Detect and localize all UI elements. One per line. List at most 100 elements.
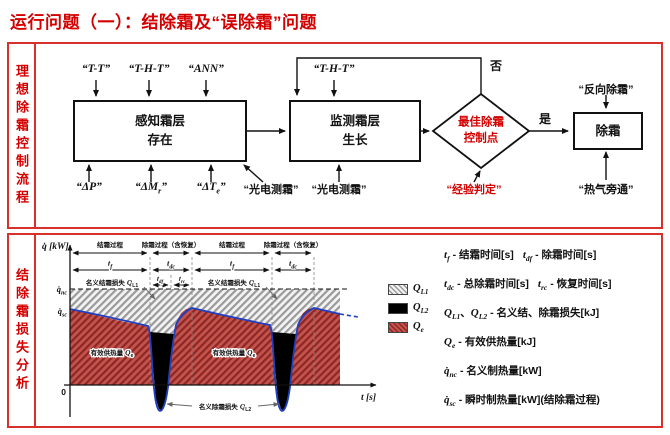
legend-label-qe: Qe <box>413 321 424 334</box>
region-effective-heat <box>70 308 340 385</box>
def-tf-sub: f <box>447 254 450 264</box>
curve-continuation <box>339 313 359 318</box>
sensor-label-delta-te: “ΔTe” <box>196 181 225 195</box>
def-row-instantaneous: q̇sc- 瞬时制热量[kW](结除霜过程) <box>444 392 620 408</box>
def-row-times-2: tdc- 总除霜时间[s]trc- 恢复时间[s] <box>444 276 620 292</box>
tf-label-1: tf <box>108 258 113 271</box>
def-ql1-var: Q <box>444 307 452 320</box>
qsc-sub: sc <box>61 313 67 319</box>
sensor-label-tht: “T-H-T” <box>128 63 170 75</box>
def-ql1-sub: L1 <box>451 312 461 322</box>
def-qnc-text: - 名义制热量[kW] <box>460 365 542 378</box>
qe-var: Q <box>413 321 421 333</box>
def-loss-text: - 名义结、除霜损失[kJ] <box>490 307 600 320</box>
frost-loss-text-2: 名义结霜损失 <box>208 278 248 287</box>
tf-var: t <box>108 258 111 268</box>
sensor-label-ann: “ANN” <box>188 63 224 75</box>
phase-label-4: 除霜过程（含恢复） <box>264 240 323 249</box>
def-qsc-var: q̇ <box>444 394 450 407</box>
def-tf-text: - 结霜时间[s] <box>452 249 514 261</box>
box-sense-frost: 感知霜层 存在 <box>73 100 247 162</box>
hot-gas-bypass-label: “热气旁通” <box>578 184 634 196</box>
def-tdf-sub: df <box>525 254 533 264</box>
frost-loss-sub-1: L1 <box>132 283 138 289</box>
delta-mr-post: ” <box>161 181 168 193</box>
def-trc-var: t <box>537 278 541 291</box>
effective-sub-1: e <box>131 353 134 359</box>
effective-var-1: Q <box>125 348 131 357</box>
delta-mr-pre: “ΔM <box>134 181 159 193</box>
tdc-label-2: tdc <box>289 258 297 271</box>
flow-arrows <box>86 57 609 183</box>
trc-label: trc <box>179 274 186 285</box>
qe-sub: e <box>420 326 424 335</box>
origin-zero: 0 <box>61 387 66 397</box>
delta-mr-sub: r <box>158 186 162 196</box>
tdf-label: tdf <box>157 274 165 285</box>
box-monitor-line2: 生长 <box>342 133 368 147</box>
panel-ideal-defrost-flow: 理想除霜控制流程 <box>7 42 663 229</box>
def-trc-sub: rc <box>540 283 548 293</box>
decision-diamond-shape <box>431 92 531 170</box>
frost-loss-var-2: Q <box>249 278 255 287</box>
box-sense-line2: 存在 <box>147 133 173 147</box>
box-monitor-growth: 监测霜层 生长 <box>289 100 421 162</box>
ql2-sub: L2 <box>420 307 429 316</box>
def-trc-text: - 恢复时间[s] <box>550 278 612 291</box>
chart-legend: QL1 QL2 Qe <box>388 283 428 334</box>
qsc-tick-label: q̇sc <box>58 306 68 319</box>
decision-no-label: 否 <box>489 59 503 73</box>
sensor-label-delta-p: “ΔP” <box>76 181 102 193</box>
panel-loss-analysis: 结除霜损失分析 <box>7 233 663 428</box>
delta-te-sub: e <box>216 186 220 196</box>
phase-span-arrows <box>72 250 312 288</box>
tdc-sub: dc <box>169 265 175 271</box>
tdf-var: t <box>157 274 160 283</box>
defrost-loss-sub: L2 <box>245 407 251 413</box>
effective-text-2: 有效供热量 <box>213 348 246 357</box>
qnc-var: q̇ <box>57 284 62 294</box>
box-monitor-line1: 监测霜层 <box>329 114 380 129</box>
reverse-defrost-label: “反向除霜” <box>578 84 634 96</box>
def-tdc-text: - 总除霜时间[s] <box>457 278 529 291</box>
empirical-judgment-label: “经验判定” <box>446 184 502 196</box>
effective-var-2: Q <box>247 348 253 357</box>
sidebar-ideal-flow-label: 理想除霜控制流程 <box>14 63 29 208</box>
frost-loss-text-1: 名义结霜损失 <box>86 278 126 287</box>
x-axis-label: t [s] <box>361 393 376 403</box>
def-loss-separator: 、 <box>460 307 471 320</box>
phase-label-2: 除霜过程（含恢复） <box>142 240 201 249</box>
loss-chart: q̇ [kW] t [s] 0 q̇nc q̇sc 结霜过程 除霜过程（含恢复）… <box>42 239 377 417</box>
trc-var: t <box>179 274 182 283</box>
decision-yes-label: 是 <box>538 112 552 126</box>
qsc-var: q̇ <box>58 306 63 316</box>
tdc2-sub: dc <box>291 265 297 271</box>
box-sense-line1: 感知霜层 <box>134 114 185 129</box>
y-axis-label: q̇ [kW] <box>42 241 69 252</box>
effective-sub-2: e <box>253 353 256 359</box>
qnc-sub: nc <box>61 291 67 297</box>
ql1-sub: L1 <box>420 288 429 297</box>
legend-item-frost-loss: QL1 <box>388 283 428 296</box>
sensor-label-delta-mr: “ΔMr” <box>135 181 167 195</box>
decision-optimal-point-label: 最佳除霜 控制点 <box>458 115 504 146</box>
decision-line1: 最佳除霜 <box>458 116 504 129</box>
tdc-var: t <box>167 258 170 268</box>
tdf-sub: df <box>159 280 165 285</box>
flowchart-canvas <box>86 57 609 183</box>
legend-label-ql1: QL1 <box>413 283 428 296</box>
def-ql2-sub: L2 <box>478 312 488 322</box>
trc-sub: rc <box>181 280 186 285</box>
phase-label-3: 结霜过程 <box>219 240 246 249</box>
sensor-label-photo1: “光电测霜” <box>243 184 299 196</box>
legend-swatch-effective-heat <box>388 322 408 334</box>
def-qnc-sub: nc <box>449 370 458 380</box>
effective-text-1: 有效供热量 <box>91 348 124 357</box>
legend-item-defrost-loss: QL2 <box>388 302 428 315</box>
tf2-sub: f <box>232 265 235 271</box>
symbol-definitions: tf- 结霜时间[s]tdf- 除霜时间[s] tdc- 总除霜时间[s]trc… <box>444 247 620 409</box>
delta-te-post: ” <box>219 181 226 193</box>
